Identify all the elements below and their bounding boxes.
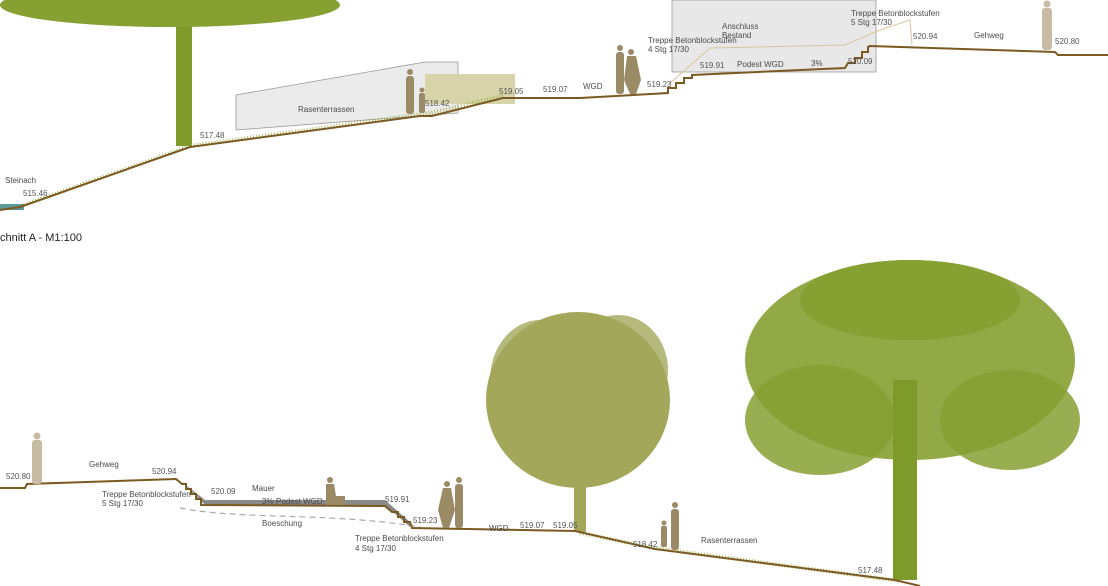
elevation-marker: 520.80: [6, 472, 31, 481]
elevation-marker: 518.42: [633, 540, 658, 549]
elevation-marker: 519.07: [543, 85, 568, 94]
wall-mauer: [182, 482, 410, 527]
elevation-marker: 519.05: [553, 521, 578, 530]
label-treppe-5-sub: 5 Stg 17/30: [102, 499, 143, 508]
railing: [667, 19, 913, 86]
tree-trunk-top: [0, 0, 340, 146]
elevation-marker: 518.42: [425, 99, 450, 108]
section-a: Steinach 515.46 517.48 Rasenterrassen 51…: [0, 0, 1108, 244]
elevation-marker: 519.05: [499, 87, 524, 96]
tree-right: [745, 260, 1080, 580]
label-podest: Podest WGD: [276, 497, 323, 506]
label-treppe-4: Treppe Betonblockstufen: [648, 36, 737, 45]
label-treppe-5: Treppe Betonblockstufen: [851, 9, 940, 18]
elevation-marker: 520.09: [848, 57, 873, 66]
label-treppe-4-sub: 4 Stg 17/30: [648, 45, 689, 54]
ground-line-b: [0, 477, 921, 586]
person-adult-icon: [671, 502, 679, 550]
label-bestand: Bestand: [722, 31, 751, 40]
elevation-marker: 517.48: [858, 566, 883, 575]
elevation-marker: 520.94: [152, 467, 177, 476]
couple-walking-icon: [616, 45, 641, 94]
water-steinach: [0, 204, 24, 210]
elevation-marker: 515.46: [23, 189, 48, 198]
label-treppe-5: Treppe Betonblockstufen: [102, 490, 191, 499]
label-slope: 3%: [262, 497, 274, 506]
grass-strip: [23, 94, 504, 207]
label-slope: 3%: [811, 59, 823, 68]
person-seated-icon: [326, 477, 345, 505]
existing-structure-box: [671, 0, 877, 73]
person-standing-icon: [1042, 0, 1052, 50]
person-child-icon: [419, 87, 425, 113]
person-adult-icon: [406, 69, 414, 114]
label-steinach: Steinach: [5, 176, 36, 185]
label-rasenterrassen: Rasenterrassen: [701, 536, 757, 545]
elevation-marker: 520.94: [913, 32, 938, 41]
section-b: 520.80 Gehweg 520.94 Treppe Betonblockst…: [0, 260, 1080, 586]
label-mauer: Mauer: [252, 484, 275, 493]
elevation-marker: 519.91: [385, 495, 410, 504]
boeschung-line: [179, 507, 421, 528]
elevation-marker: 519.07: [520, 521, 545, 530]
label-anschluss: Anschluss: [722, 22, 758, 31]
label-rasenterrassen: Rasenterrassen: [298, 105, 354, 114]
person-child-icon: [661, 520, 667, 547]
section-title: chnitt A - M1:100: [0, 232, 82, 244]
label-treppe-5-sub: 5 Stg 17/30: [851, 18, 892, 27]
person-standing-icon: [32, 432, 42, 484]
label-treppe-4: Treppe Betonblockstufen: [355, 534, 444, 543]
label-gehweg: Gehweg: [974, 31, 1004, 40]
elevation-marker: 519.23: [413, 516, 438, 525]
label-wgd: WGD: [489, 524, 509, 533]
elevation-marker: 519.91: [700, 61, 725, 70]
label-gehweg: Gehweg: [89, 460, 119, 469]
elevation-marker: 520.09: [211, 487, 236, 496]
elevation-marker: 519.23: [647, 80, 672, 89]
tree-middle: [486, 312, 670, 532]
label-treppe-4-sub: 4 Stg 17/30: [355, 544, 396, 553]
elevation-marker: 517.48: [200, 131, 225, 140]
ground-line-a: [0, 44, 1108, 211]
label-wgd: WGD: [583, 82, 603, 91]
elevation-marker: 520.80: [1055, 37, 1080, 46]
label-boeschung: Boeschung: [262, 519, 302, 528]
label-podest: Podest WGD: [737, 60, 784, 69]
couple-walking-icon: [438, 477, 463, 528]
